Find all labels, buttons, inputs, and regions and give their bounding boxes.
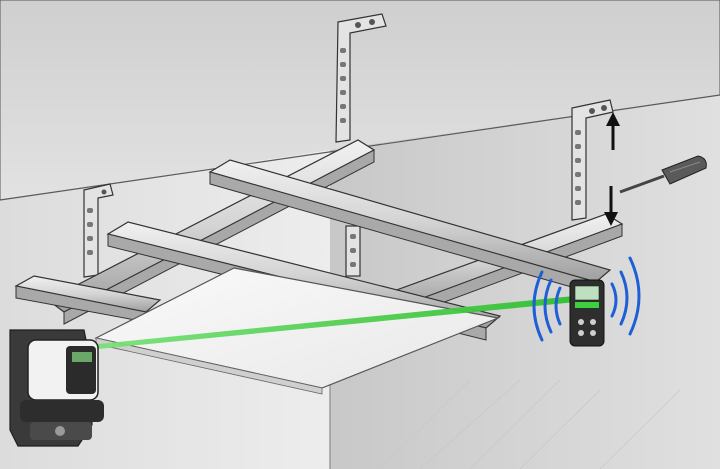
signal-waves-icon <box>532 256 641 342</box>
laser-receiver-icon <box>569 279 605 347</box>
ceiling-hanger-center <box>335 13 387 143</box>
screwdriver-icon <box>619 155 707 194</box>
laser-level-icon <box>9 329 104 447</box>
ceiling-hanger-right <box>571 99 614 221</box>
wall-shading <box>379 379 681 469</box>
right-wall <box>330 95 720 469</box>
ceiling-hanger-left <box>83 183 114 278</box>
ceiling-hanger-middle <box>345 225 361 277</box>
laser-beam <box>88 296 576 350</box>
cross-rail-left <box>14 275 162 323</box>
height-adjust-arrows-icon <box>604 112 620 226</box>
